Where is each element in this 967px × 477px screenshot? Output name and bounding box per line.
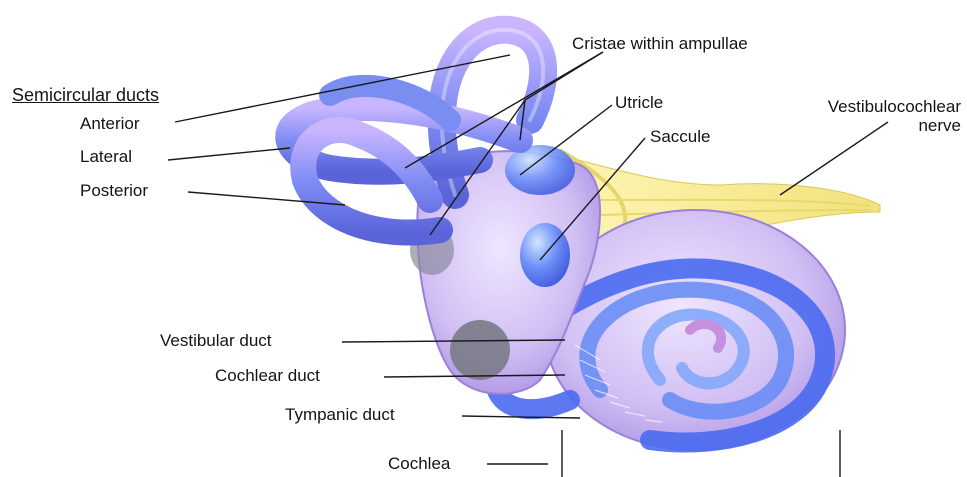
lateral-label: Lateral	[80, 148, 132, 165]
vestibulocochlear-label-line2: nerve	[918, 117, 961, 134]
cristae-label: Cristae within ampullae	[572, 35, 748, 52]
semicircular-ducts-heading: Semicircular ducts	[12, 86, 159, 104]
tympanic-duct-label: Tympanic duct	[285, 406, 395, 423]
cochlea-label: Cochlea	[388, 455, 450, 472]
anterior-label: Anterior	[80, 115, 140, 132]
vestibular-duct-label: Vestibular duct	[160, 332, 272, 349]
posterior-label: Posterior	[80, 182, 148, 199]
utricle-label: Utricle	[615, 94, 663, 111]
saccule-label: Saccule	[650, 128, 710, 145]
vestibulocochlear-label-line1: Vestibulocochlear	[828, 98, 961, 115]
cochlear-duct-label: Cochlear duct	[215, 367, 320, 384]
